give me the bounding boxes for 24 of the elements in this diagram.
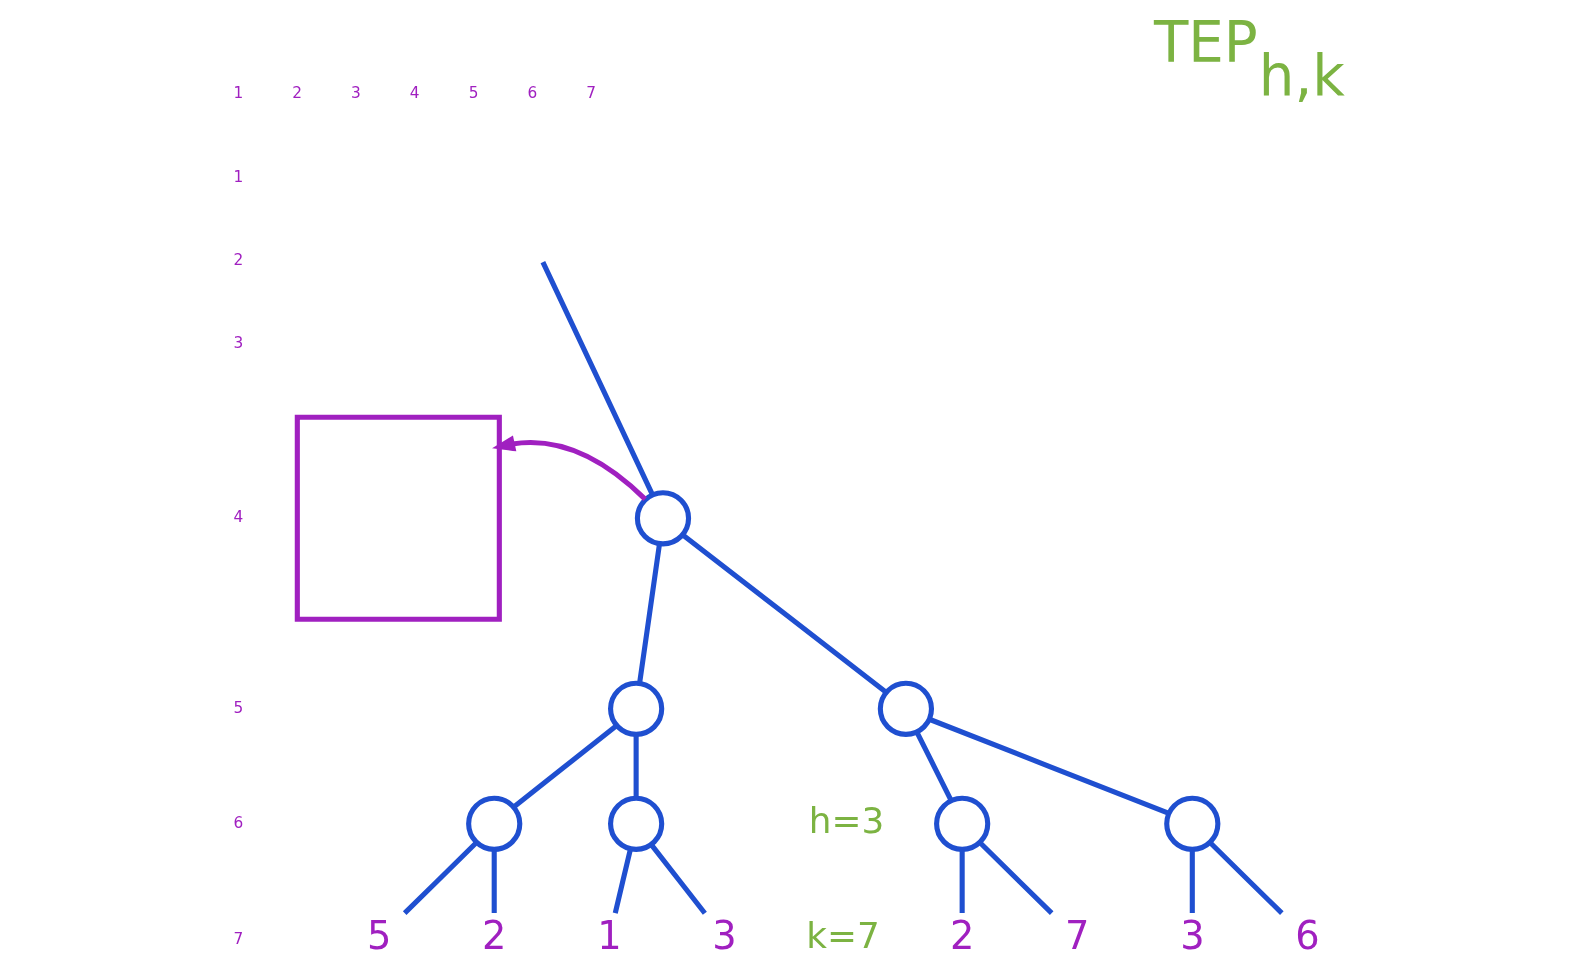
node-text: 7	[1064, 913, 1089, 959]
label: 7	[232, 929, 243, 948]
label: 6	[526, 84, 537, 103]
label: 6	[232, 813, 243, 832]
label: 1	[232, 167, 243, 186]
node-text: 3	[1179, 913, 1205, 959]
label: 5	[232, 698, 243, 717]
node-text: 1	[596, 913, 622, 959]
label: h=3	[808, 799, 884, 841]
label: 5	[468, 84, 478, 103]
label: 1	[232, 84, 243, 103]
node-text: 5	[366, 913, 391, 959]
label: 3	[232, 333, 243, 352]
node-text: 6	[1294, 913, 1320, 959]
label: 7	[585, 84, 596, 103]
node-text: 3	[711, 913, 737, 959]
label: 3	[350, 84, 361, 103]
label: 2	[232, 250, 243, 269]
label: 2	[291, 84, 302, 103]
node-text: 2	[949, 913, 974, 959]
label: k=7	[805, 915, 880, 957]
label: 4	[409, 84, 420, 103]
node-text: 2	[481, 913, 506, 959]
label: 4	[232, 508, 243, 527]
